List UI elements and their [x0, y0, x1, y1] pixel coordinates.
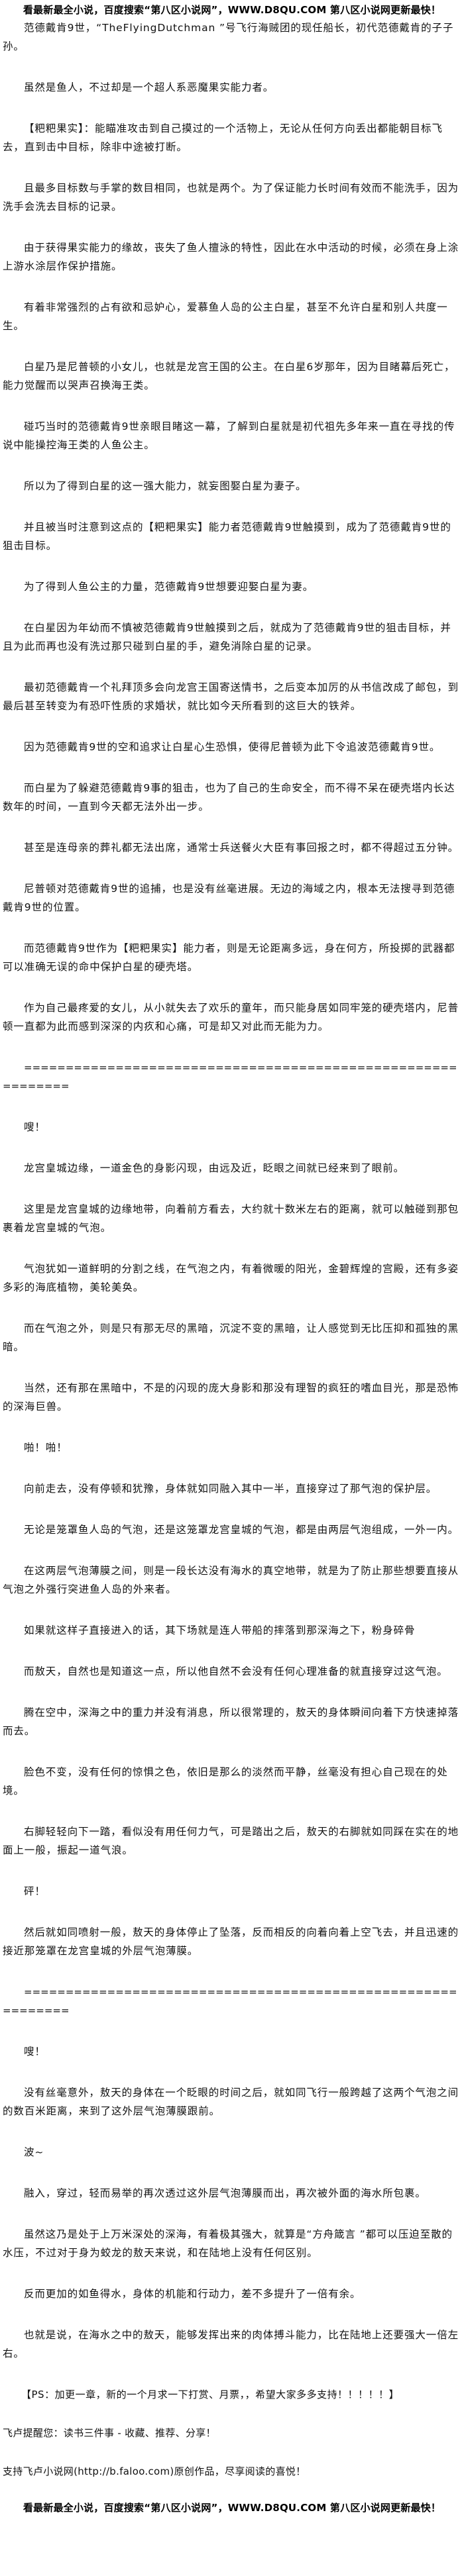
paragraph: 龙宫皇城边缘，一道金色的身影闪现，由远及近，眨眼之间就已经来到了眼前。: [24, 1162, 405, 1174]
paragraph: 所以为了得到白星的这一强大能力，就妄图娶白星为妻子。: [24, 480, 307, 492]
paragraph: 作为自己最疼爱的女儿，从小就失去了欢乐的童年，而只能身居如同牢笼的硬壳塔内，尼普…: [3, 1002, 459, 1032]
reminder-text: 飞卢提醒您：读书三件事 - 收藏、推荐、分享！: [3, 2427, 216, 2439]
paragraph: 碰巧当时的范德戴肯9世亲眼目睹这一幕，了解到白星就是初代祖先多年来一直在寻找的传…: [3, 421, 455, 451]
paragraph: 而白星为了躲避范德戴肯9事的狙击，也为了自己的生命安全，而不得不呆在硬壳塔内长达…: [3, 782, 455, 813]
section-divider: ========================================…: [3, 1062, 457, 1092]
paragraph: 波~: [24, 2146, 44, 2158]
support-text: 支持飞卢小说网(http://b.faloo.com)原创作品，尽享阅读的喜悦！: [3, 2465, 306, 2477]
paragraph: 虽然是鱼人，不过却是一个超人系恶魔果实能力者。: [24, 81, 274, 93]
paragraph: 然后就如同喷射一般，敖天的身体停止了坠落，反而相反的向着向着上空飞去，并且迅速的…: [3, 1926, 459, 1957]
paragraph: 有着非常强烈的占有欲和忌妒心，爱慕鱼人岛的公主白星，甚至不允许白星和别人共度一生…: [3, 301, 448, 332]
paragraph: 白星乃是尼普顿的小女儿，也就是龙宫王国的公主。在白星6岁那年，因为目睹幕后死亡，…: [3, 361, 455, 391]
paragraph: 无论是笼罩鱼人岛的气泡，还是这笼罩龙宫皇城的气泡，都是由两层气泡组成，一外一内。: [24, 1524, 459, 1536]
paragraph: 气泡犹如一道鲜明的分割之线，在气泡之内，有着微暖的阳光，金碧辉煌的宫殿，还有多姿…: [3, 1263, 459, 1293]
paragraph: 虽然这乃是处于上万米深处的深海，有着极其强大，就算是“方舟箴言 ”都可以压迫至散…: [3, 2228, 453, 2259]
paragraph: 也就是说，在海水之中的敖天，能够发挥出来的肉体搏斗能力，比在陆地上还要强大一倍左…: [3, 2329, 459, 2359]
paragraph: 啪！啪！: [24, 1442, 68, 1454]
bottom-banner: 看最新最全小说，百度搜索“第八区小说网”，WWW.D8QU.COM 第八区小说网…: [23, 2502, 441, 2514]
section-1: 范德戴肯9世，“TheFlyingDutchman ”号飞行海贼团的现任船长，初…: [3, 19, 459, 1036]
paragraph: 范德戴肯9世，“TheFlyingDutchman ”号飞行海贼团的现任船长，初…: [3, 22, 454, 52]
paragraph: 且最多目标数与手掌的数目相同，也就是两个。为了保证能力长时间有效而不能洗手，因为…: [3, 182, 459, 213]
paragraph: 这里是龙宫皇城的边缘地带，向着前方看去，大约就十数米左右的距离，就可以触碰到那包…: [3, 1203, 459, 1234]
paragraph: 为了得到人鱼公主的力量，范德戴肯9世想要迎娶白星为妻。: [24, 581, 314, 593]
paragraph: 尼普顿对范德戴肯9世的追捕，也是没有丝毫进展。无边的海域之内，根本无法搜寻到范德…: [3, 883, 455, 913]
paragraph: 【粑粑果实】：能瞄准攻击到自己摸过的一个活物上，无论从任何方向丢出都能朝目标飞去…: [3, 123, 443, 153]
section-3: 嗖！ 没有丝毫意外，敖天的身体在一个眨眼的时间之后，就如同飞行一般跨越了这两个气泡…: [3, 2042, 459, 2363]
paragraph: 如果就这样子直接进入的话，其下场就是连人带船的摔落到那深海之下，粉身碎骨: [24, 1624, 416, 1636]
paragraph: 没有丝毫意外，敖天的身体在一个眨眼的时间之后，就如同飞行一般跨越了这两个气泡之间…: [3, 2087, 459, 2117]
paragraph: 最初范德戴肯一个礼拜顶多会向龙宫王国寄送情书，之后变本加厉的从书信改成了邮包，到…: [3, 681, 459, 712]
paragraph: 腾在空中，深海之中的重力并没有消息，所以很常理的，敖天的身体瞬间向着下方快速掉落…: [3, 1707, 459, 1737]
paragraph: 并且被当时注意到这点的【粑粑果实】能力者范德戴肯9世触摸到，成为了范德戴肯9世的…: [3, 521, 451, 552]
paragraph: 脸色不变，没有任何的惊惧之色，依旧是那么的淡然而平静，丝毫没有担心自己现在的处境…: [3, 1766, 448, 1797]
paragraph: 向前走去，没有停顿和犹豫，身体就如同融入其中一半，直接穿过了那气泡的保护层。: [24, 1483, 437, 1495]
chapter-content: 范德戴肯9世，“TheFlyingDutchman ”号飞行海贼团的现任船长，初…: [0, 17, 464, 2481]
paragraph: 由于获得果实能力的缘故，丧失了鱼人擅泳的特性，因此在水中活动的时候，必须在身上涂…: [3, 242, 459, 272]
paragraph: 而敖天，自然也是知道这一点，所以他自然不会没有任何心理准备的就直接穿过这气泡。: [24, 1665, 448, 1677]
top-banner: 看最新最全小说，百度搜索“第八区小说网”，WWW.D8QU.COM 第八区小说网…: [23, 4, 441, 16]
author-note: 【PS：加更一章，新的一个月求一下打赏、月票，，希望大家多多支持！！！！！】: [21, 2389, 400, 2401]
paragraph: 右脚轻轻向下一踏，看似没有用任何力气，可是踏出之后，敖天的右脚就如同踩在实在的地…: [3, 1826, 459, 1856]
paragraph: 嗖！: [24, 1121, 46, 1133]
paragraph: 融入，穿过，轻而易举的再次透过这外层气泡薄膜而出，再次被外面的海水所包裹。: [24, 2187, 426, 2199]
paragraph: 反而更加的如鱼得水，身体的机能和行动力，差不多提升了一倍有余。: [24, 2288, 361, 2300]
paragraph: 因为范德戴肯9世的空和追求让白星心生恐惧，使得尼普顿为此下令追波范德戴肯9世。: [24, 741, 441, 753]
paragraph: 甚至是连母亲的葬礼都无法出席，通常士兵送餐火大臣有事回报之时，都不得超过五分钟。: [24, 842, 459, 854]
paragraph: 当然，还有那在黑暗中，不是的闪现的庞大身影和那没有理智的疯狂的嗜血目光，那是恐怖…: [3, 1382, 459, 1412]
paragraph: 砰！: [24, 1885, 46, 1897]
paragraph: 在这两层气泡薄膜之间，则是一段长达没有海水的真空地带，就是为了防止那些想要直接从…: [3, 1565, 459, 1595]
section-2: 嗖！ 龙宫皇城边缘，一道金色的身影闪现，由远及近，眨眼之间就已经来到了眼前。这里是…: [3, 1118, 459, 1960]
paragraph: 在白星因为年幼而不慎被范德戴肯9世触摸到之后，就成为了范德戴肯9世的狙击目标，并…: [3, 622, 451, 652]
paragraph: 而范德戴肯9世作为【粑粑果实】能力者，则是无论距离多远，身在何方，所投掷的武器都…: [3, 942, 455, 973]
paragraph: 而在气泡之外，则是只有那无尽的黑暗，沉淀不变的黑暗，让人感觉到无比压抑和孤独的黑…: [3, 1322, 459, 1353]
section-divider: ========================================…: [3, 1986, 457, 2016]
paragraph: 嗖！: [24, 2046, 46, 2057]
